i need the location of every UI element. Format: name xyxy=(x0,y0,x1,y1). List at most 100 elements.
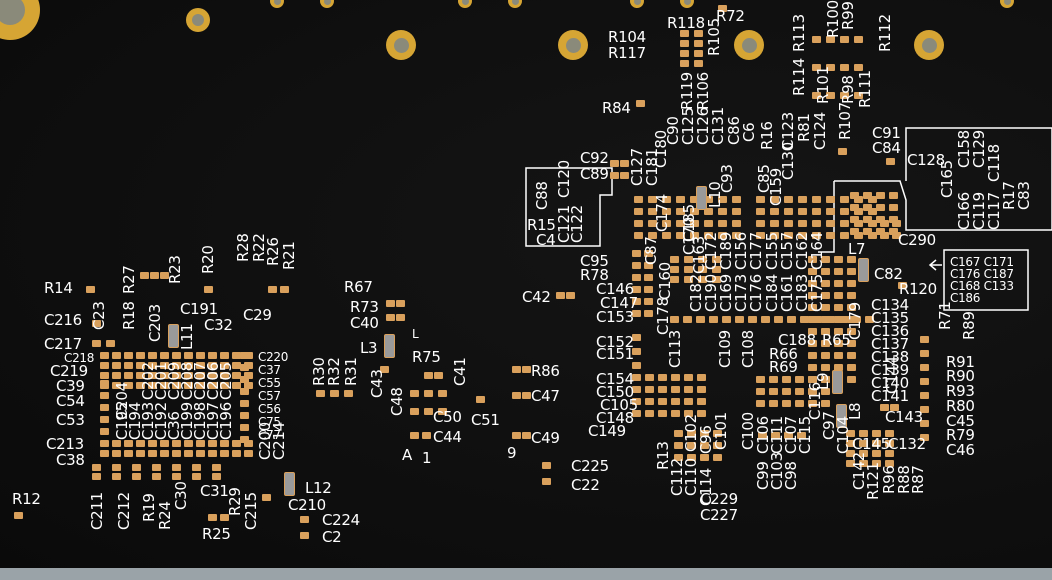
smd-pad xyxy=(136,450,145,457)
smd-pad xyxy=(852,316,861,323)
smd-pad xyxy=(632,348,641,355)
component-ref-label: C140 xyxy=(871,374,909,392)
component-ref-label: R117 xyxy=(608,44,646,62)
callout-label: C186 xyxy=(950,291,981,305)
component-ref-label: C91 xyxy=(872,124,901,142)
smd-pad xyxy=(859,440,868,447)
component-ref-label: C37 xyxy=(258,363,281,377)
smd-pad xyxy=(863,216,872,223)
smd-pad xyxy=(826,64,835,71)
smd-pad xyxy=(232,372,241,379)
smd-pad xyxy=(854,92,863,99)
smd-pad xyxy=(718,5,727,12)
smd-pad xyxy=(690,208,699,215)
smd-pad xyxy=(885,430,894,437)
component-ref-label: C213 xyxy=(46,435,84,453)
smd-pad xyxy=(694,60,703,67)
smd-pad xyxy=(826,36,835,43)
component-ref-label: C115 xyxy=(796,416,814,454)
component-ref-label: R90 xyxy=(946,367,975,385)
component-ref-label: L11 xyxy=(178,323,196,350)
callout-label: C176 C187 xyxy=(950,267,1014,281)
smd-pad xyxy=(100,352,109,359)
smd-pad xyxy=(424,372,433,379)
component-ref-label: C216 xyxy=(44,311,82,329)
smd-pad xyxy=(648,208,657,215)
component-ref-label: C45 xyxy=(946,412,975,430)
smd-pad xyxy=(808,340,817,347)
smd-pad xyxy=(800,316,809,323)
smd-pad xyxy=(920,392,929,399)
smd-pad xyxy=(826,220,835,227)
smd-pad xyxy=(834,268,843,275)
smd-pad xyxy=(196,440,205,447)
component-ref-label: R27 xyxy=(120,265,138,294)
via xyxy=(458,0,472,8)
component-ref-label: C152 xyxy=(596,333,634,351)
component-ref-label: C176 xyxy=(747,274,765,312)
smd-pad xyxy=(220,352,229,359)
smd-pad xyxy=(854,36,863,43)
smd-pad xyxy=(846,460,855,467)
smd-pad xyxy=(880,232,889,239)
smd-pad xyxy=(834,364,843,371)
smd-pad xyxy=(136,352,145,359)
component-ref-label: C51 xyxy=(471,411,500,429)
smd-pad xyxy=(670,266,679,273)
smd-pad xyxy=(712,276,721,283)
smd-pad xyxy=(192,464,201,471)
smd-pad xyxy=(898,282,907,289)
smd-pad xyxy=(732,232,741,239)
component-ref-label: R73 xyxy=(350,298,379,316)
component-ref-label: R99 xyxy=(839,1,857,30)
component-ref-label: C212 xyxy=(115,492,133,530)
smd-pad xyxy=(782,376,791,383)
smd-pad xyxy=(148,362,157,369)
component-ref-label: C135 xyxy=(871,309,909,327)
smd-pad xyxy=(172,473,181,480)
smd-pad xyxy=(636,100,645,107)
smd-pad xyxy=(204,286,213,293)
component-ref-label: R23 xyxy=(166,255,184,284)
smd-pad xyxy=(709,316,718,323)
smd-pad xyxy=(632,286,641,293)
smd-pad xyxy=(812,232,821,239)
smd-pad xyxy=(196,450,205,457)
component-ref-label: C290 xyxy=(898,231,936,249)
component-ref-label: C227 xyxy=(700,506,738,524)
smd-pad xyxy=(244,382,253,389)
smd-pad xyxy=(840,208,849,215)
via xyxy=(680,0,694,8)
smd-pad xyxy=(859,460,868,467)
smd-pad xyxy=(240,352,249,359)
smd-pad xyxy=(112,473,121,480)
component-ref-label: R18 xyxy=(120,301,138,330)
smd-pad xyxy=(718,208,727,215)
smd-pad xyxy=(812,220,821,227)
component-ref-label: C214 xyxy=(270,422,288,460)
smd-pad xyxy=(684,386,693,393)
smd-pad xyxy=(220,440,229,447)
component-ref-label: C95 xyxy=(580,252,609,270)
smd-pad xyxy=(240,376,249,383)
component-ref-label: C137 xyxy=(871,335,909,353)
smd-pad xyxy=(756,388,765,395)
component-ref-label: R26 xyxy=(264,237,282,266)
smd-pad xyxy=(834,304,843,311)
smd-pad xyxy=(92,473,101,480)
smd-pad xyxy=(680,60,689,67)
smd-pad xyxy=(644,286,653,293)
component-ref-label: R72 xyxy=(716,7,745,25)
smd-pad xyxy=(784,432,793,439)
smd-pad xyxy=(690,220,699,227)
smd-pad xyxy=(424,390,433,397)
smd-pad xyxy=(769,376,778,383)
component-ref-label: C84 xyxy=(872,139,901,157)
component-ref-label: C215 xyxy=(242,492,260,530)
component-ref-label: C138 xyxy=(871,348,909,366)
smd-pad xyxy=(240,364,249,371)
smd-pad xyxy=(132,473,141,480)
smd-pad xyxy=(808,400,817,407)
smd-pad xyxy=(821,364,830,371)
